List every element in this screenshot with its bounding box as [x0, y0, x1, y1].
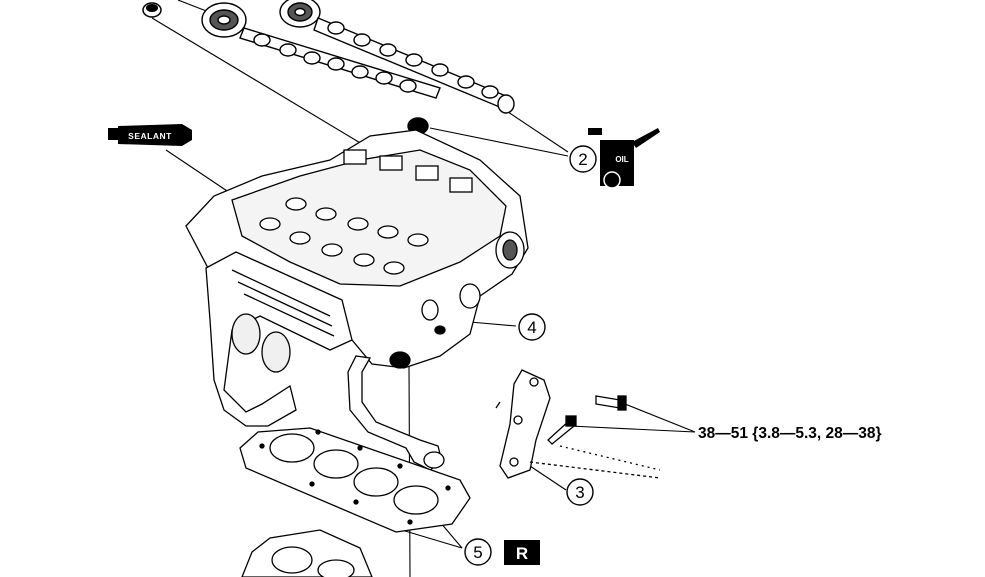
callout-4: 4 — [518, 313, 546, 341]
camshaft-upper — [201, 2, 441, 135]
replace-badge-label: R — [516, 544, 528, 563]
torque-spec: 38—51 {3.8—5.3, 28—38} — [698, 425, 882, 442]
engine-bracket — [495, 369, 661, 479]
replace-badge: R — [504, 540, 540, 565]
callout-2: 2 — [569, 145, 597, 173]
block-gasket — [241, 529, 373, 577]
callout-5-label: 5 — [473, 543, 482, 562]
callout-5: 5 — [464, 538, 492, 566]
oil-can-icon: OIL — [588, 128, 660, 189]
camshaft-plug — [142, 2, 162, 18]
oil-label: OIL — [615, 155, 628, 164]
callout-3-label: 3 — [575, 483, 584, 502]
callout-2-label: 2 — [578, 150, 587, 169]
callout-4-label: 4 — [527, 318, 536, 337]
sealant-tube: SEALANT — [108, 124, 192, 146]
bracket-bolt-lower — [547, 415, 577, 445]
callout-3: 3 — [566, 478, 594, 506]
camshaft-lower — [279, 0, 515, 114]
bracket-bolt-upper — [595, 395, 627, 411]
cylinder-head — [185, 129, 529, 471]
head-gasket — [239, 427, 471, 533]
sealant-label: SEALANT — [128, 131, 172, 141]
